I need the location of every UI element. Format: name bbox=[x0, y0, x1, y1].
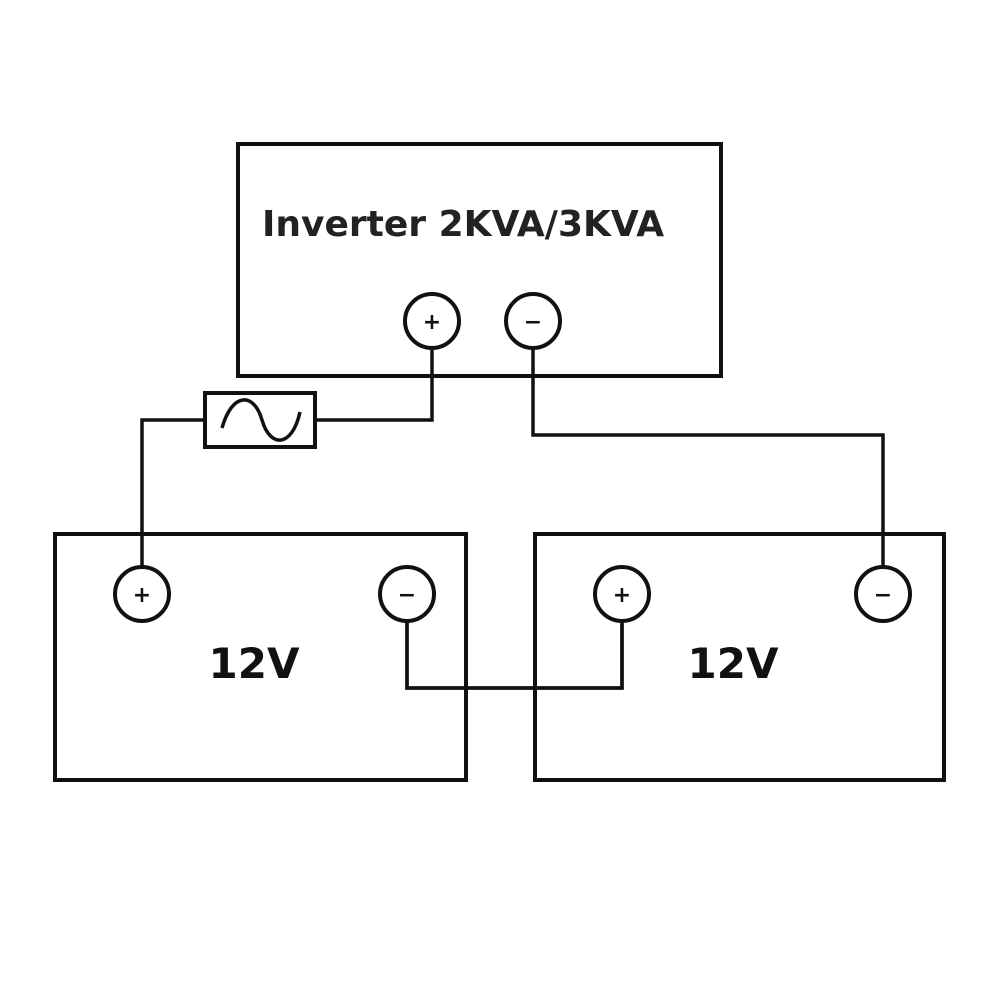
inverter-label: Inverter 2KVA/3KVA bbox=[262, 204, 664, 245]
battery-2-negative-symbol: − bbox=[874, 583, 892, 608]
battery-1-positive-symbol: + bbox=[133, 583, 151, 608]
wires bbox=[140, 350, 885, 690]
battery-2-box bbox=[533, 532, 946, 782]
battery-1-box bbox=[53, 532, 468, 782]
battery-2-label: 12V bbox=[688, 639, 779, 688]
battery-2: + − 12V bbox=[533, 532, 946, 782]
inverter-positive-symbol: + bbox=[423, 310, 441, 335]
battery-2-positive-symbol: + bbox=[613, 583, 631, 608]
fuse-icon bbox=[203, 391, 317, 449]
wire-fuse-to-battery1-positive bbox=[140, 418, 205, 568]
inverter-box bbox=[236, 142, 723, 378]
wire-series-link-overlay bbox=[405, 622, 624, 690]
wire-positive-to-fuse bbox=[315, 350, 434, 422]
battery-2-positive-terminal: + bbox=[593, 565, 651, 623]
wire-series-link bbox=[405, 622, 624, 690]
battery-2-negative-terminal: − bbox=[854, 565, 912, 623]
battery-1-label: 12V bbox=[209, 639, 300, 688]
battery-1-negative-terminal: − bbox=[378, 565, 436, 623]
wire-negative-to-battery2-negative bbox=[531, 350, 885, 568]
inverter: Inverter 2KVA/3KVA + − bbox=[236, 142, 723, 378]
inverter-negative-symbol: − bbox=[524, 310, 542, 335]
inverter-positive-terminal: + bbox=[403, 292, 461, 350]
inverter-negative-terminal: − bbox=[504, 292, 562, 350]
battery-1: + − 12V bbox=[53, 532, 468, 782]
battery-1-negative-symbol: − bbox=[398, 583, 416, 608]
battery-1-positive-terminal: + bbox=[113, 565, 171, 623]
